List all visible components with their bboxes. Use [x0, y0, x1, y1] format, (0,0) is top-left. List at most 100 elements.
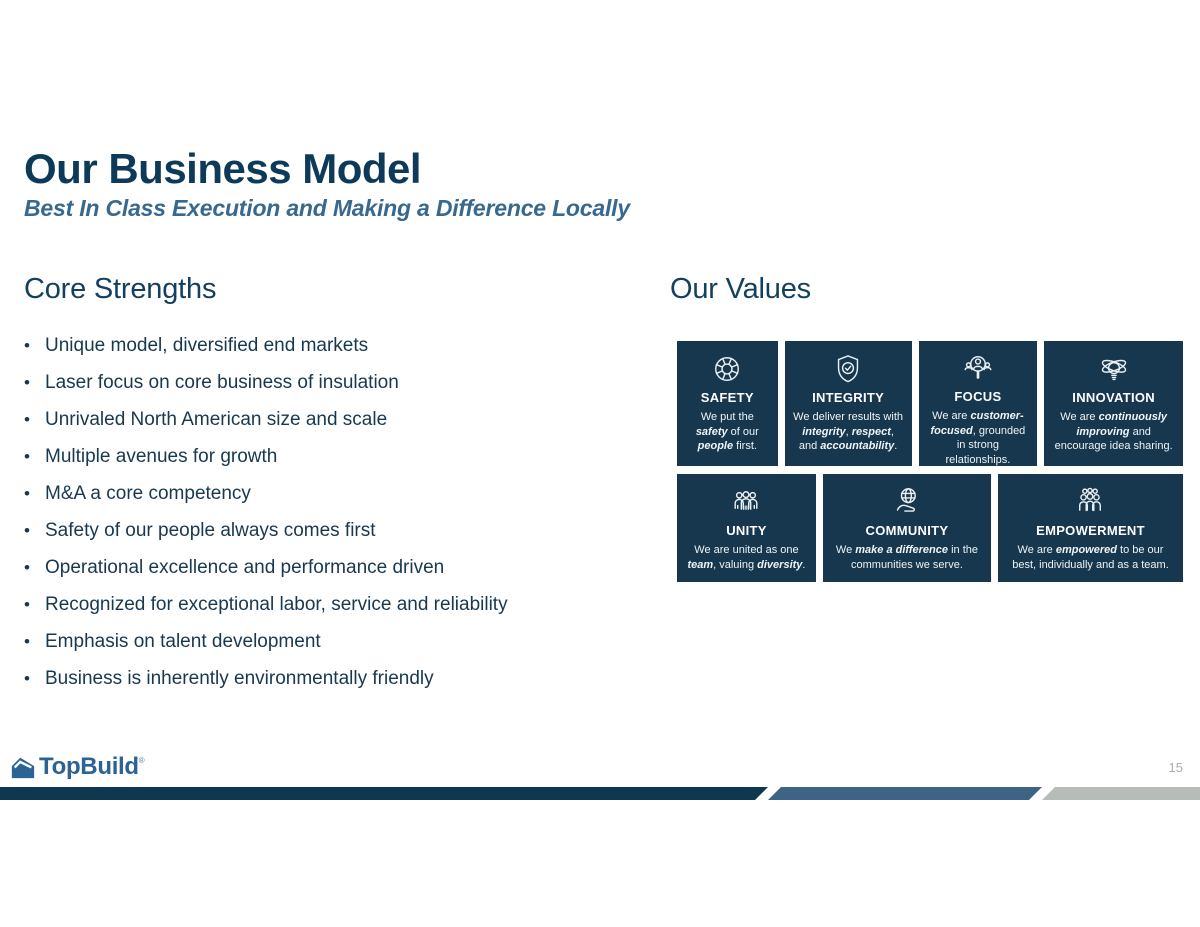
value-desc-text: in the communities we serve.: [851, 544, 978, 571]
core-strengths-section: Core Strengths •Unique model, diversifie…: [24, 272, 664, 706]
bullet-dot-icon: •: [24, 336, 30, 355]
bullet-dot-icon: •: [24, 632, 30, 651]
value-desc-text: We put the: [700, 411, 754, 423]
shield-check-icon: [830, 350, 866, 387]
core-strength-item: • Recognized for exceptional labor, servi…: [24, 595, 664, 615]
people-group-icon: [728, 483, 764, 520]
our-values-heading: Our Values: [670, 273, 811, 305]
core-strength-text: Recognized for exceptional labor, servic…: [45, 594, 508, 615]
bullet-dot-icon: •: [24, 410, 30, 429]
value-card-title: COMMUNITY: [865, 523, 949, 538]
value-desc-emphasis: people: [697, 440, 734, 453]
core-strength-item: • Safety of our people always comes first: [24, 521, 664, 541]
value-card-empowerment: EMPOWERMENT We are empowered to be our be…: [997, 474, 1183, 582]
value-desc-text: .: [894, 440, 898, 453]
value-card-desc: We are united as one team, valuing diver…: [682, 543, 811, 572]
value-desc-text: We are united as one: [694, 544, 799, 556]
core-strength-item: • Multiple avenues for growth: [24, 447, 664, 467]
value-card-desc: We deliver results with integrity, respe…: [790, 410, 907, 454]
value-desc-text: We are: [1017, 544, 1056, 556]
core-strength-text: Multiple avenues for growth: [45, 446, 278, 467]
footer-bar-blue-segment: [768, 787, 1042, 800]
value-desc-text: , grounded in strong relationships.: [945, 424, 1026, 466]
value-card-title: UNITY: [726, 523, 767, 538]
core-strength-text: Emphasis on talent development: [45, 631, 321, 652]
value-card-desc: We are continuously improving and encour…: [1049, 410, 1178, 454]
value-desc-text: We deliver results with: [793, 411, 903, 423]
value-desc-text: , valuing: [713, 558, 758, 571]
value-card-title: INTEGRITY: [812, 390, 885, 405]
core-strength-item: • Unrivaled North American size and scale: [24, 410, 664, 430]
value-desc-text: We are: [932, 410, 971, 422]
footer-bar-navy-segment: [0, 787, 768, 800]
value-card-title: INNOVATION: [1072, 390, 1155, 405]
bullet-dot-icon: •: [24, 595, 30, 614]
core-strength-text: Unique model, diversified end markets: [45, 335, 369, 356]
lightbulb-orbit-icon: [1096, 350, 1132, 387]
core-strength-text: Safety of our people always comes first: [45, 520, 376, 541]
value-desc-emphasis: make a difference: [855, 544, 949, 556]
topbuild-house-icon: [11, 757, 35, 779]
value-desc-emphasis: continuously improving: [1076, 411, 1168, 438]
magnifier-person-icon: [960, 350, 996, 386]
topbuild-logo-text: TopBuild: [39, 753, 139, 780]
life-ring-icon: [709, 350, 745, 387]
bullet-dot-icon: •: [24, 521, 30, 540]
value-desc-text: first.: [733, 440, 757, 453]
value-card-focus: FOCUS We are customer-focused, grounded i…: [918, 341, 1038, 468]
core-strength-text: Business is inherently environmentally f…: [45, 668, 434, 689]
core-strength-item: •Laser focus on core business of insulat…: [24, 373, 664, 393]
bullet-dot-icon: •: [24, 373, 30, 392]
value-desc-text: of our: [727, 425, 759, 438]
value-desc-text: ,: [845, 425, 852, 438]
values-row-2: UNITY We are united as one team, valuing …: [677, 474, 1183, 582]
value-desc-emphasis: team: [687, 558, 714, 571]
value-desc-text: , and: [798, 425, 894, 453]
value-card-title: FOCUS: [954, 389, 1002, 404]
value-desc-text: .: [802, 558, 806, 571]
bullet-dot-icon: •: [24, 669, 30, 688]
core-strength-text: Operational excellence and performance d…: [45, 557, 445, 578]
value-card-desc: We put the safety of our people first.: [682, 410, 773, 454]
value-desc-emphasis: safety: [695, 425, 728, 438]
our-values-section: Our Values SAFETY We put the safety of ou…: [670, 272, 1190, 582]
value-desc-emphasis: diversity: [757, 558, 803, 571]
value-card-desc: We are empowered to be our best, individ…: [1003, 543, 1178, 572]
value-desc-emphasis: accountability: [820, 440, 895, 453]
core-strengths-list: • Unique model, diversified end markets •L…: [24, 336, 664, 689]
value-card-desc: We are customer-focused, grounded in str…: [924, 409, 1033, 468]
value-card-title: EMPOWERMENT: [1036, 523, 1145, 538]
value-card-integrity: INTEGRITY We deliver results with integri…: [784, 341, 912, 466]
page-number: 15: [1168, 760, 1183, 775]
values-row-1: SAFETY We put the safety of our people fi…: [677, 341, 1183, 466]
footer-bar-gray-segment: [1042, 787, 1200, 800]
core-strength-text: M&A a core competency: [45, 483, 251, 504]
value-card-unity: UNITY We are united as one team, valuing …: [677, 474, 816, 582]
value-desc-emphasis: empowered: [1055, 544, 1117, 556]
value-card-safety: SAFETY We put the safety of our people fi…: [677, 341, 778, 466]
value-card-title: SAFETY: [700, 390, 754, 405]
value-desc-emphasis: integrity: [802, 425, 846, 438]
value-card-innovation: INNOVATION We are continuously improving …: [1044, 341, 1183, 466]
values-grid: SAFETY We put the safety of our people fi…: [677, 341, 1183, 582]
hand-globe-icon: [889, 483, 925, 520]
value-card-desc: We make a difference in the communities …: [828, 543, 986, 572]
page-title: Our Business Model: [24, 145, 422, 192]
footer-accent-bar: [0, 787, 1200, 800]
team-crowd-icon: [1072, 483, 1108, 520]
bullet-dot-icon: •: [24, 447, 30, 466]
value-desc-text: to be our best, individually and as a te…: [1012, 544, 1169, 571]
bullet-dot-icon: •: [24, 558, 30, 577]
page-subtitle: Best In Class Execution and Making a Dif…: [24, 195, 630, 222]
value-desc-text: and encourage idea sharing.: [1054, 425, 1173, 453]
value-desc-text: We: [835, 544, 856, 556]
core-strength-text: Unrivaled North American size and scale: [45, 409, 388, 430]
core-strength-item: • Operational excellence and performance …: [24, 558, 664, 578]
title-block: Our Business Model Best In Class Executi…: [24, 146, 630, 222]
registered-mark: ®: [138, 756, 145, 765]
topbuild-logo: TopBuild ®: [10, 753, 145, 781]
core-strength-item: • Unique model, diversified end markets: [24, 336, 664, 356]
core-strength-item: • Emphasis on talent development: [24, 632, 664, 652]
value-desc-emphasis: respect: [851, 425, 891, 438]
